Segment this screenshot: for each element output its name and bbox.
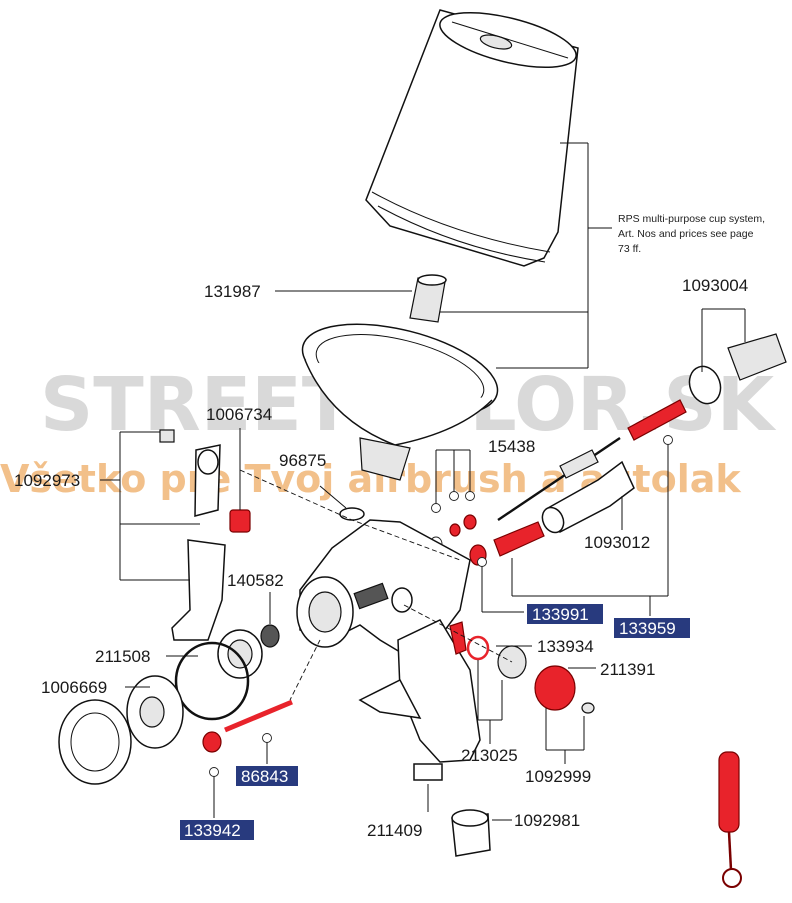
part-211409-illustration [413, 763, 443, 781]
badge-133942 [180, 820, 254, 840]
cup-note-line-2: Art. Nos and prices see page [618, 228, 754, 240]
label-1092981: 1092981 [514, 811, 580, 830]
badge-133991 [527, 604, 603, 624]
connector-1092981-illustration [451, 809, 491, 857]
nozzle-1093004-illustration [688, 333, 787, 405]
pin-86843-illustration [202, 699, 293, 753]
label-133942: 133942 [184, 821, 241, 840]
label-15438: 15438 [488, 437, 535, 456]
label-1092999: 1092999 [525, 767, 591, 786]
label-1006734: 1006734 [206, 405, 272, 424]
leader-lines [100, 142, 746, 821]
cup-note-line-1: RPS multi-purpose cup system, [618, 213, 765, 225]
trigger-illustration [159, 429, 226, 641]
cup-adapter-illustration [301, 323, 499, 481]
valve-211391-illustration [497, 645, 595, 714]
part-133934-illustration [449, 621, 490, 661]
label-211391: 211391 [600, 660, 655, 679]
ring-nut-illustration [58, 699, 132, 785]
axis-line-3 [403, 604, 513, 663]
label-133991: 133991 [532, 605, 589, 624]
cleaning-brush-illustration [718, 751, 742, 888]
label-96875: 96875 [279, 451, 326, 470]
clip-1006734-illustration [229, 509, 251, 533]
label-211409: 211409 [367, 821, 422, 840]
label-211508: 211508 [95, 647, 150, 666]
gun-body-illustration [296, 519, 481, 763]
strainer-illustration [409, 274, 447, 323]
oring-211508-illustration [174, 641, 250, 721]
air-cap-illustration [126, 675, 184, 749]
part-140582-illustration [260, 624, 280, 648]
label-1093012: 1093012 [584, 533, 650, 552]
label-213025: 213025 [461, 746, 518, 765]
label-140582: 140582 [227, 571, 284, 590]
label-1093004: 1093004 [682, 276, 748, 295]
axis-line-1 [239, 469, 461, 561]
cup-note-line-3: 73 ff. [618, 243, 641, 255]
badge-86843 [236, 766, 298, 786]
cup-illustration [365, 9, 579, 267]
label-86843: 86843 [241, 767, 288, 786]
label-133934: 133934 [537, 637, 594, 656]
badge-133959 [614, 618, 690, 638]
oring-96875-illustration [339, 507, 365, 521]
axis-line-2 [289, 639, 321, 701]
label-131987: 131987 [204, 282, 261, 301]
label-1006669: 1006669 [41, 678, 107, 697]
distributor-illustration [217, 629, 263, 679]
label-133959: 133959 [619, 619, 676, 638]
index-circles [209, 435, 673, 777]
label-1092973: 1092973 [14, 471, 80, 490]
air-valve-illustration [541, 460, 635, 534]
needle-illustration [497, 399, 687, 521]
